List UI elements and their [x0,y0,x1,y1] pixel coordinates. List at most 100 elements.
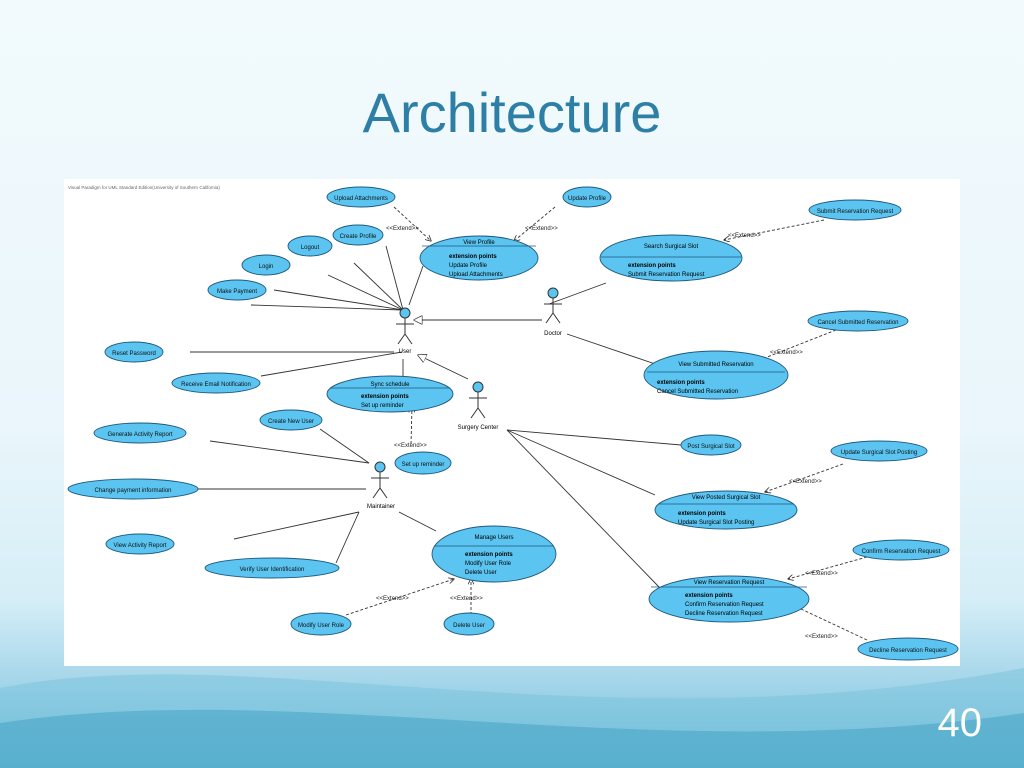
use-case-update-profile[interactable] [562,186,612,208]
use-case-title: Search Surgical Slot [644,244,699,250]
use-case-label: Post Surgical Slot [687,444,735,450]
extension-point: Update Surgical Slot Posting [678,520,754,526]
extension-point: Delete User [465,570,497,576]
actor-doctor[interactable] [544,287,562,324]
extension-points-heading: extension points [685,593,733,599]
use-case-label: Cancel Submitted Reservation [817,320,898,326]
extension-point: Cancel Submitted Reservation [657,389,738,395]
use-case-verify-user-identification[interactable] [204,557,340,579]
use-case-logout[interactable] [287,235,333,257]
use-case-login[interactable] [241,254,291,276]
use-case-set-up-reminder[interactable] [394,451,452,475]
extension-point: Update Profile [449,263,488,269]
extension-points-heading: extension points [628,263,676,269]
use-case-upload-attachments[interactable] [326,186,396,208]
use-case-label: Update Profile [568,196,607,202]
use-case-delete-user[interactable] [443,612,495,636]
extension-points-heading: extension points [361,394,409,400]
extend-label: <<Extend>> [394,443,427,449]
extension-point: Decline Reservation Request [685,611,763,617]
use-case-label: Make Payment [217,289,257,295]
use-case-label: Logout [301,245,320,251]
use-case-post-surgical-slot[interactable] [680,434,742,456]
use-case-title: Manage Users [474,535,513,541]
use-case-title: View Submitted Reservation [678,362,753,368]
extension-point: Submit Reservation Request [628,272,705,278]
use-case-generate-activity-report[interactable] [93,422,187,444]
extension-point: Set up reminder [361,403,404,409]
background-wave [0,668,1024,768]
use-case-update-surgical-slot-posting[interactable] [830,440,928,462]
use-case-receive-email-notification[interactable] [171,372,261,394]
use-case-label: Generate Activity Report [107,432,172,438]
use-case-title: Sync schedule [370,382,410,388]
extension-points-heading: extension points [678,511,726,517]
use-case-title: View Reservation Request [694,580,765,586]
extend-label: <<Extend>> [770,350,803,356]
use-case-modify-user-role[interactable] [290,612,352,636]
extension-point: Confirm Reservation Request [685,602,764,608]
use-case-decline-reservation-request[interactable] [857,637,959,661]
use-case-view-activity-report[interactable] [105,533,175,555]
extension-point: Upload Attachments [449,272,503,278]
use-case-title: View Profile [463,240,495,246]
extend-label: <<Extend>> [386,226,419,232]
use-case-label: Confirm Reservation Request [862,549,941,555]
extend-label: <<Extend>> [789,479,822,485]
use-case-label: Update Surgical Slot Posting [841,450,917,456]
slide-title: Architecture [362,81,662,144]
use-case-label: Upload Attachments [334,196,388,202]
use-case-change-payment-information[interactable] [67,478,199,500]
use-case-create-profile[interactable] [332,224,384,246]
use-case-make-payment[interactable] [207,279,267,301]
generalization-lines [414,320,542,380]
use-case-view-profile[interactable]: View Profile extension points Update Pro… [419,235,539,281]
use-case-confirm-reservation-request[interactable] [852,539,950,561]
use-case-view-submitted-reservation[interactable]: View Submitted Reservation extension poi… [643,350,789,400]
use-case-view-reservation-request[interactable]: View Reservation Request extension point… [648,575,810,623]
extend-label: <<Extend>> [376,596,409,602]
use-case-manage-users[interactable]: Manage Users extension points Modify Use… [431,525,557,583]
use-case-label: Create New User [268,419,314,425]
use-case-reset-password[interactable] [104,341,164,363]
extend-label: <<Extend>> [525,226,558,232]
use-case-sync-schedule[interactable]: Sync schedule extension points Set up re… [326,375,454,413]
actor-label-user: User [399,349,412,355]
watermark-text: Visual Paradigm for UML Standard Edition… [68,185,220,190]
use-case-label: Modify User Role [298,623,345,629]
use-case-title: View Posted Surgical Slot [692,495,761,501]
extend-lines [345,206,868,641]
extension-points-heading: extension points [657,380,705,386]
use-case-label: Receive Email Notification [181,382,251,388]
use-case-create-new-user[interactable] [259,409,323,431]
extend-label: <<Extend>> [728,233,761,239]
extend-label: <<Extend>> [805,571,838,577]
use-case-search-surgical-slot[interactable]: Search Surgical Slot extension points Su… [599,234,743,282]
slide-number: 40 [937,701,983,745]
use-case-diagram: Visual Paradigm for UML Standard Edition… [64,179,960,666]
use-case-label: Change payment information [94,488,171,494]
extension-points-heading: extension points [465,552,513,558]
use-case-label: Delete User [453,623,485,629]
use-case-diagram-svg: Visual Paradigm for UML Standard Edition… [67,185,959,661]
use-case-label: Set up reminder [402,462,445,468]
use-case-label: Reset Password [112,351,156,357]
use-case-label: View Activity Report [114,543,167,549]
use-case-label: Verify User Identification [240,567,305,573]
association-lines [190,245,682,588]
use-case-submit-reservation-request[interactable] [808,199,902,221]
actor-maintainer[interactable] [371,461,389,499]
extension-points-heading: extension points [449,254,497,260]
use-case-label: Decline Reservation Request [869,648,947,654]
use-case-cancel-submitted-reservation[interactable] [807,310,909,332]
actor-user[interactable] [396,307,414,345]
use-case-view-posted-surgical-slot[interactable]: View Posted Surgical Slot extension poin… [654,490,798,530]
extend-label: <<Extend>> [805,634,838,640]
extension-point: Modify User Role [465,561,512,567]
use-case-label: Create Profile [340,234,377,240]
actor-surgery-center[interactable] [469,381,487,419]
actor-label-surgery-center: Surgery Center [458,425,499,431]
extend-label: <<Extend>> [450,596,483,602]
use-case-label: Login [259,264,274,270]
actor-label-doctor: Doctor [544,331,562,337]
